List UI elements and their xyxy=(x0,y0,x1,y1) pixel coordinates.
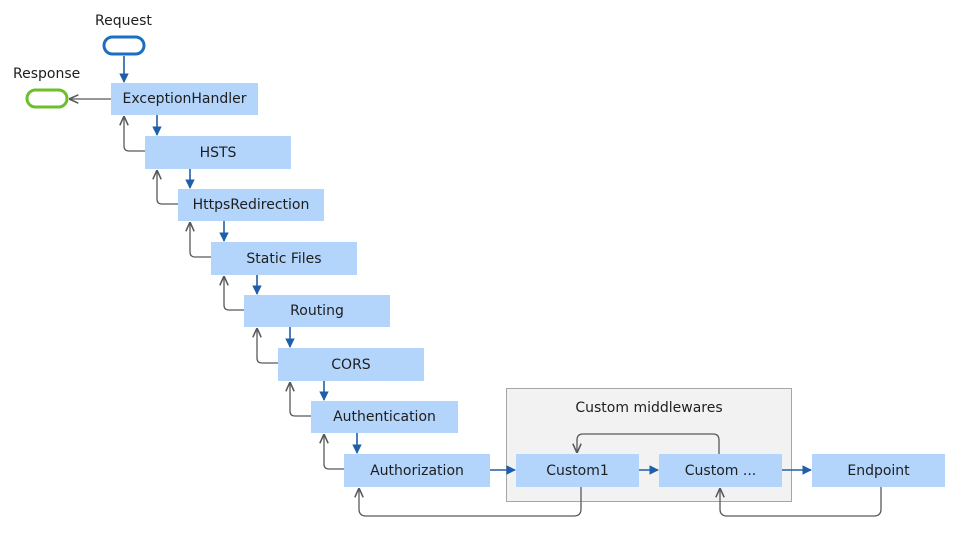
static-files-box: Static Files xyxy=(211,242,357,275)
routing-box: Routing xyxy=(244,295,390,327)
authentication-box: Authentication xyxy=(311,401,458,433)
custom-middlewares-label: Custom middlewares xyxy=(575,400,723,416)
response-arrow xyxy=(124,116,145,152)
https-redirection-box: HttpsRedirection xyxy=(178,189,324,221)
hsts-box: HSTS xyxy=(145,136,291,169)
cors-box: CORS xyxy=(278,348,424,381)
response-arrow xyxy=(257,328,278,364)
endpoint-box: Endpoint xyxy=(812,454,945,487)
authorization-box: Authorization xyxy=(344,454,490,487)
request-terminal xyxy=(102,35,146,56)
response-arrow xyxy=(290,382,311,417)
response-arrow xyxy=(224,276,244,311)
response-arrow xyxy=(359,487,582,517)
response-arrow xyxy=(190,222,211,258)
response-terminal xyxy=(25,88,69,109)
request-label: Request xyxy=(95,13,152,29)
response-label: Response xyxy=(13,66,81,82)
response-arrow xyxy=(577,433,720,454)
response-arrow xyxy=(157,170,178,205)
exception-handler-box: ExceptionHandler xyxy=(111,83,258,115)
custom1-box: Custom1 xyxy=(516,454,639,487)
response-arrow xyxy=(720,487,882,517)
response-arrow xyxy=(324,434,344,470)
custom2-box: Custom ... xyxy=(659,454,782,487)
